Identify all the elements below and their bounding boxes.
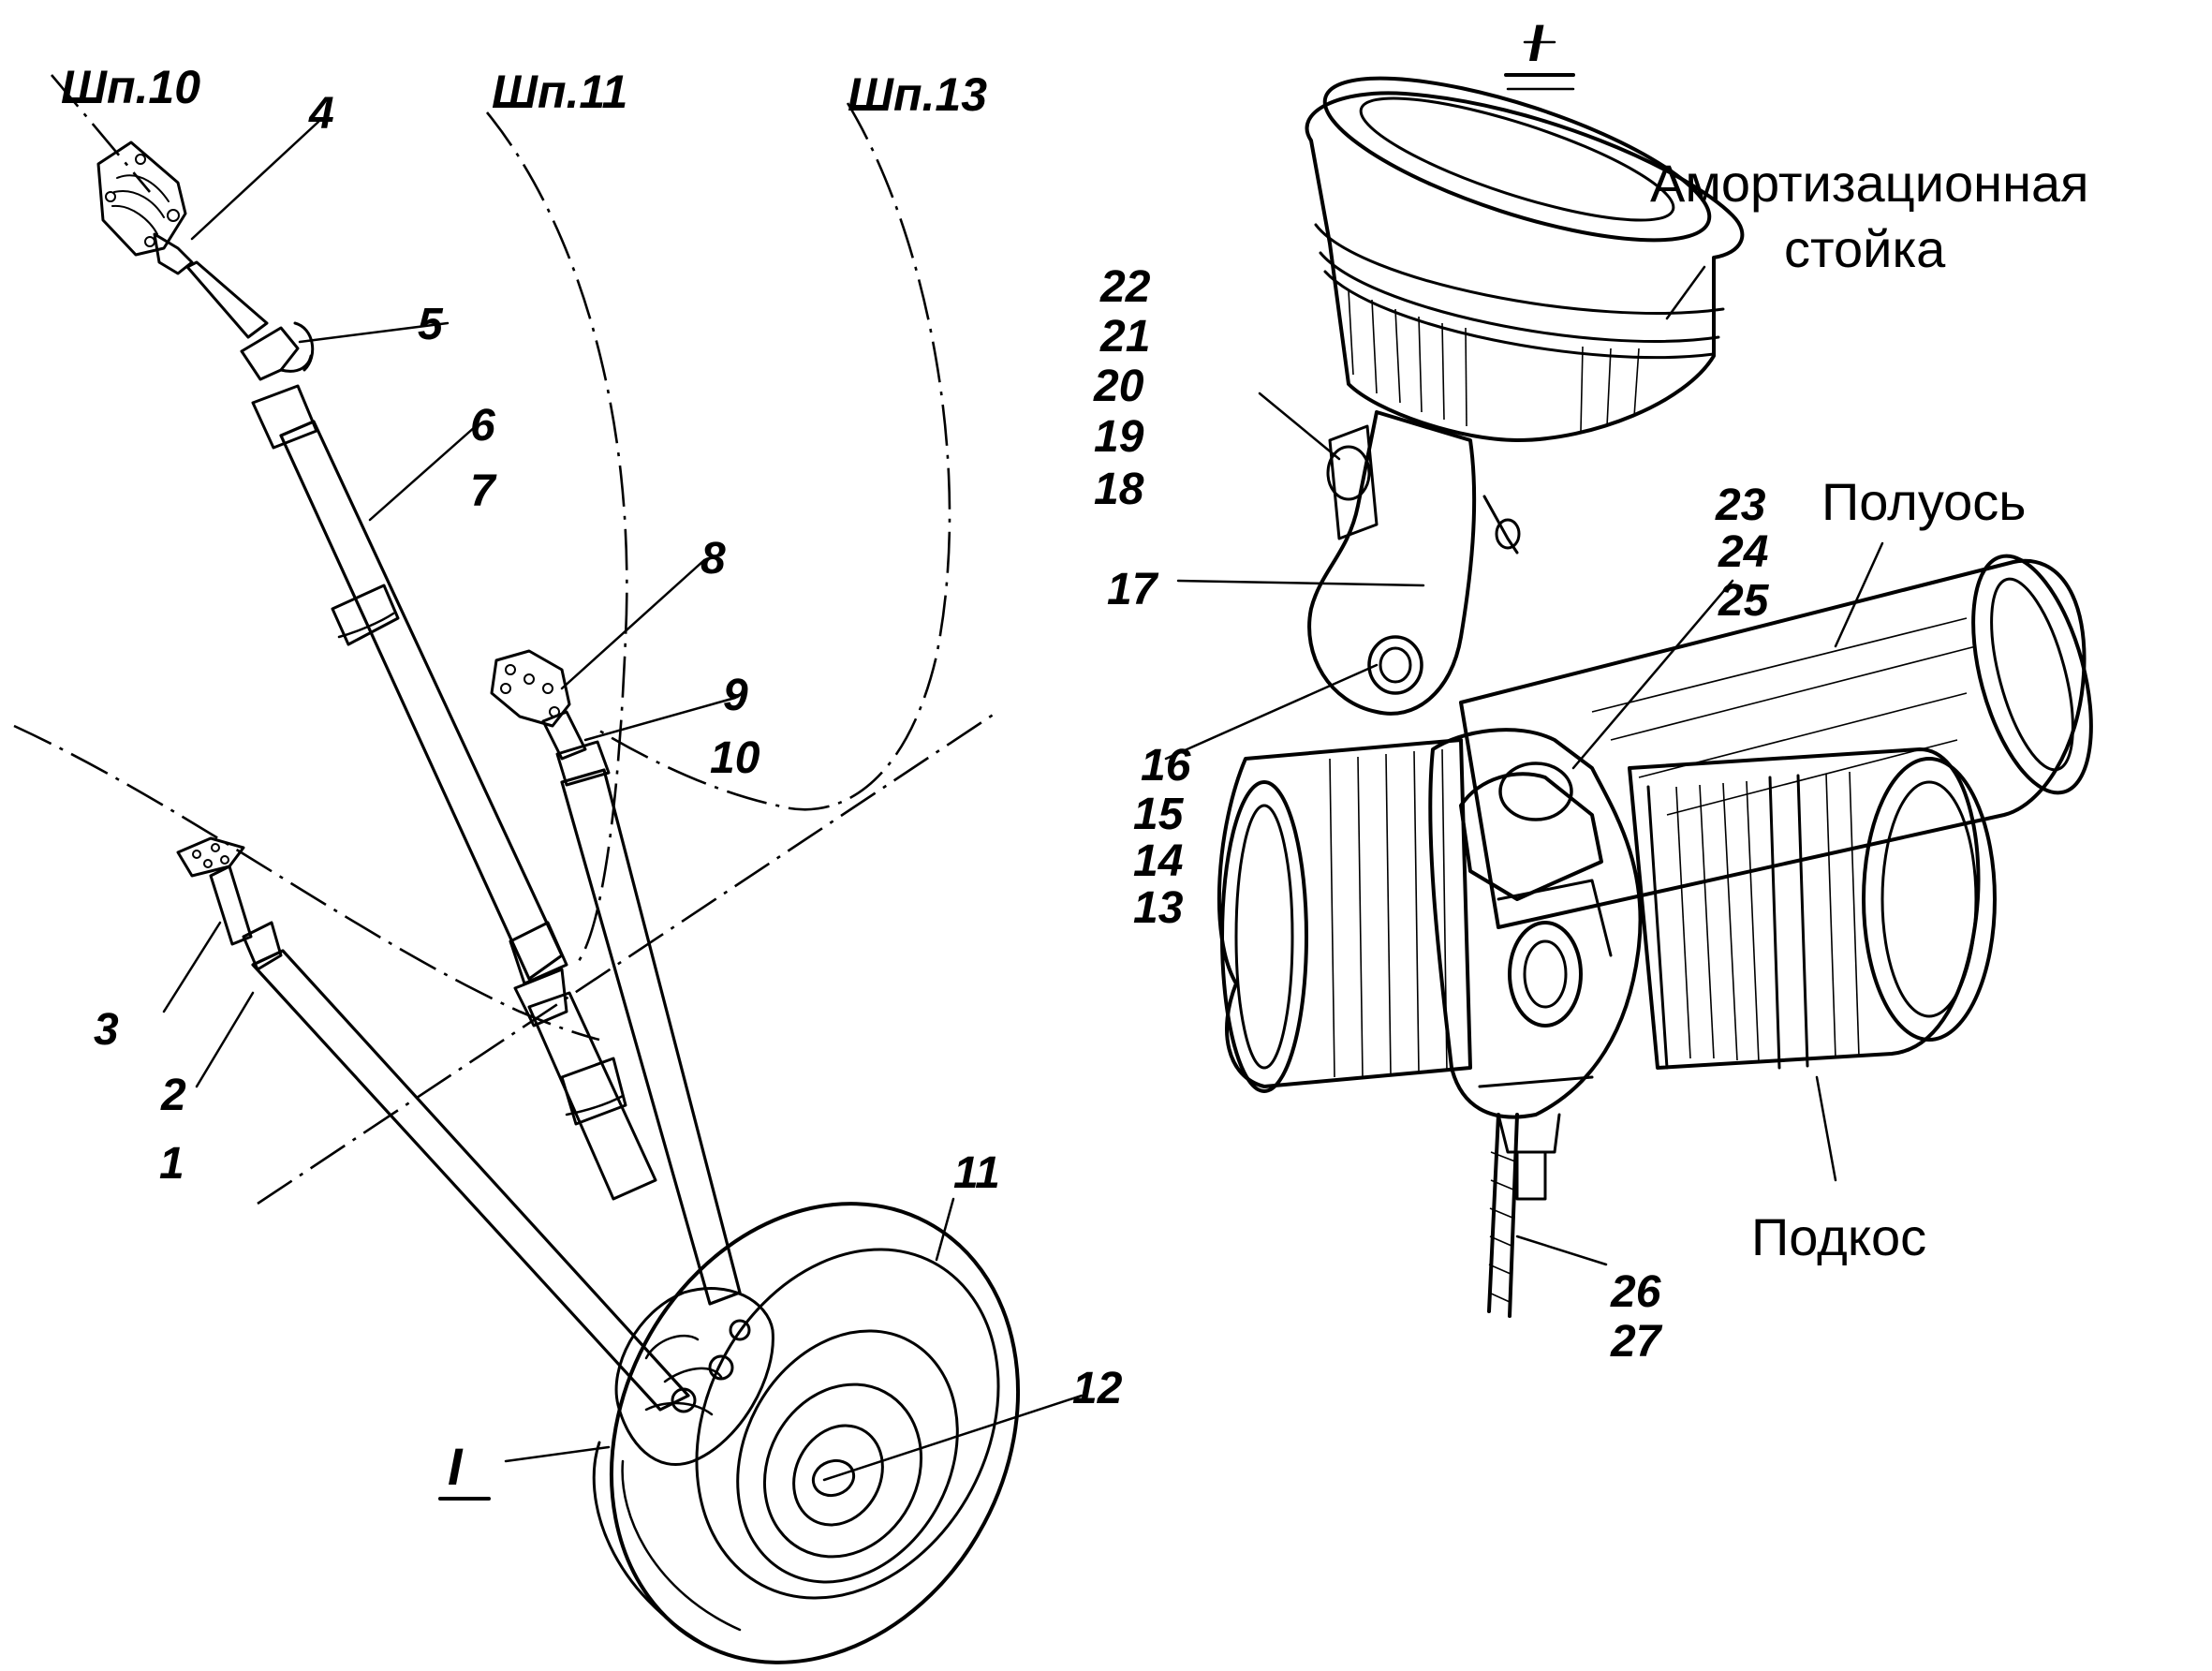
frame-label-13: Шп.13 bbox=[848, 68, 987, 121]
front-strut bbox=[176, 836, 690, 1412]
callout-24: 24 bbox=[1718, 527, 1768, 577]
callout-10: 10 bbox=[710, 733, 760, 783]
labels: Шп.10 Шп.11 Шп.13 I I 1 2 3 4 5 6 7 8 9 … bbox=[61, 13, 2088, 1501]
callout-13: 13 bbox=[1133, 883, 1184, 933]
callout-7: 7 bbox=[470, 466, 497, 516]
callout-23: 23 bbox=[1715, 481, 1766, 530]
detail-mark-left: I bbox=[448, 1437, 464, 1496]
callout-14: 14 bbox=[1133, 836, 1183, 886]
half-axle-label: Полуось bbox=[1821, 472, 2026, 531]
detail-view bbox=[1164, 40, 2093, 1318]
station-lines bbox=[13, 74, 998, 1205]
strut-label-line1: Амортизационная bbox=[1650, 154, 2088, 213]
central-fork bbox=[1428, 728, 1643, 1201]
shock-strut bbox=[1305, 76, 1745, 442]
mount-plate-4 bbox=[96, 140, 194, 275]
wheel bbox=[592, 1202, 1021, 1664]
half-axle-tube bbox=[1459, 554, 2093, 929]
brace-label: Подкос bbox=[1751, 1207, 1926, 1266]
leaders-right bbox=[1164, 40, 1884, 1266]
axis-line bbox=[257, 710, 998, 1205]
callout-21: 21 bbox=[1099, 312, 1150, 362]
callout-17: 17 bbox=[1107, 565, 1159, 614]
callout-11: 11 bbox=[953, 1148, 1000, 1198]
strut-label-line2: стойка bbox=[1784, 219, 1946, 278]
frame-line-10 bbox=[51, 74, 151, 193]
callout-5: 5 bbox=[418, 300, 444, 349]
wing-line bbox=[13, 724, 600, 1042]
landing-gear bbox=[96, 120, 1084, 1664]
callout-26: 26 bbox=[1610, 1267, 1661, 1317]
callout-19: 19 bbox=[1094, 412, 1144, 462]
lower-joint bbox=[614, 1287, 774, 1467]
callout-22: 22 bbox=[1099, 262, 1151, 312]
cable bbox=[1487, 1113, 1519, 1318]
frame-line-11 bbox=[485, 111, 628, 966]
callout-20: 20 bbox=[1093, 362, 1144, 411]
callout-15: 15 bbox=[1133, 790, 1185, 839]
frame-line-13 bbox=[598, 102, 951, 811]
callout-9: 9 bbox=[723, 671, 748, 720]
callout-27: 27 bbox=[1610, 1317, 1663, 1367]
callout-8: 8 bbox=[700, 534, 726, 584]
callout-18: 18 bbox=[1094, 465, 1144, 514]
callout-3: 3 bbox=[94, 1005, 119, 1055]
callout-16: 16 bbox=[1141, 741, 1191, 791]
clamp-tube bbox=[1217, 738, 1472, 1093]
upper-strut bbox=[185, 260, 657, 1201]
leaders-left bbox=[162, 120, 1084, 1482]
lug-17 bbox=[1307, 410, 1521, 716]
callout-4: 4 bbox=[308, 89, 334, 139]
callout-6: 6 bbox=[470, 401, 495, 451]
brace-tube bbox=[1628, 747, 1997, 1070]
frame-label-10: Шп.10 bbox=[61, 61, 200, 113]
callout-25: 25 bbox=[1718, 576, 1770, 626]
callout-2: 2 bbox=[160, 1071, 186, 1120]
frame-label-11: Шп.11 bbox=[492, 66, 627, 118]
detail-mark-right: I bbox=[1528, 13, 1544, 72]
callout-12: 12 bbox=[1072, 1364, 1123, 1413]
callout-1: 1 bbox=[159, 1139, 184, 1189]
